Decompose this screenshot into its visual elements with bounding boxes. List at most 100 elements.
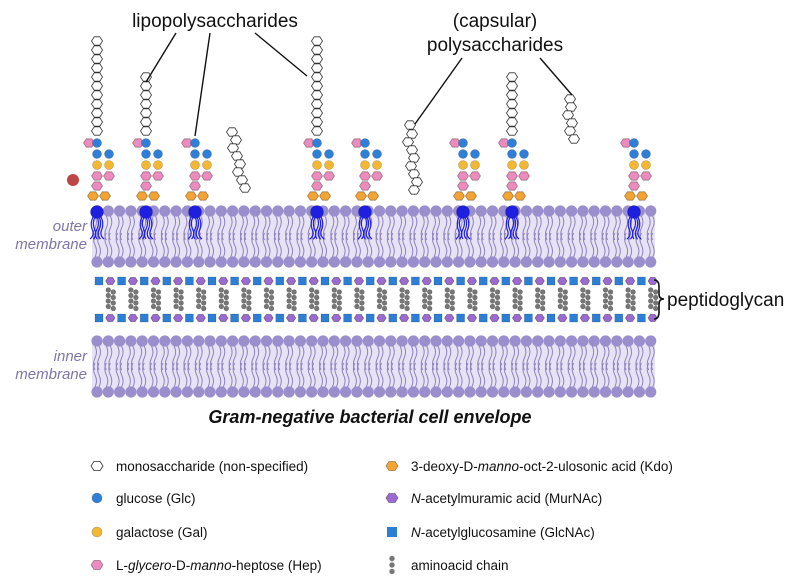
aminoacid-dot (652, 300, 659, 306)
aminoacid-dot (602, 298, 609, 304)
aminoacid-dot (494, 294, 501, 301)
aminoacid-dot (539, 289, 546, 295)
lipid-tail (323, 232, 327, 258)
glcnac-unit (524, 313, 533, 323)
lipid-head (170, 386, 182, 398)
lipid-tail (138, 362, 143, 388)
galactose-unit (641, 160, 651, 170)
murnac-unit (105, 276, 116, 286)
lipid-head (340, 386, 352, 398)
lipid-head (407, 335, 419, 347)
lipid-head (306, 256, 318, 268)
monosaccharide-unit (311, 99, 323, 109)
lipid-head (328, 205, 340, 217)
pink-hexagon-icon (90, 560, 104, 570)
glcnac-unit (569, 276, 578, 286)
lipid-tail (153, 232, 158, 258)
lipid-tail (481, 232, 486, 258)
lipid-tail (255, 232, 260, 258)
aminoacid-dot (223, 300, 230, 306)
lipid-tail (469, 362, 474, 388)
lipid-tail (386, 362, 391, 388)
aminoacid-dot (444, 287, 450, 293)
aminoacid-dot (241, 298, 247, 304)
lipid-tail (217, 362, 222, 388)
aminoacid-dot (630, 294, 636, 301)
lipid-tail (356, 232, 361, 258)
aminoacid-dot (150, 303, 157, 310)
lipid-head (260, 335, 273, 347)
lipid-tail (368, 232, 373, 258)
aminoacid-dot (557, 292, 563, 299)
lipid-head (125, 205, 137, 217)
glucose-unit (324, 149, 334, 159)
lipid-head (520, 205, 533, 217)
glcnac-unit (252, 276, 262, 286)
lipid-head (136, 386, 148, 398)
lipid-tail (605, 362, 610, 388)
inner-membrane (91, 335, 657, 398)
lipid-head (453, 335, 465, 347)
lipid-tail (97, 232, 101, 258)
lipid-tail (266, 232, 271, 258)
lipid-tail (187, 362, 192, 388)
lipid-tail (164, 362, 169, 388)
lipid-tail (285, 232, 290, 258)
murnac-unit (172, 313, 184, 323)
lipid-tail (217, 232, 222, 258)
hexagon-outline-icon (90, 460, 104, 472)
lipid-head (543, 205, 555, 217)
aminoacid-dot (354, 298, 360, 304)
peptidoglycan-layer (94, 276, 659, 323)
lipid-tail (319, 362, 323, 388)
lipid-a-head (90, 205, 104, 219)
legend-right-item-2: N-acetylglucosamine (GlcNAc) (411, 525, 595, 540)
lipid-head (272, 386, 284, 398)
murnac-unit (557, 276, 568, 286)
aminoacid-dot (309, 303, 315, 310)
kdo-unit (307, 191, 319, 201)
lipid-head (532, 256, 544, 268)
murnac-unit (579, 313, 591, 323)
glcnac-unit (614, 313, 624, 323)
glcnac-unit (388, 276, 398, 286)
murnac-unit (218, 313, 229, 323)
heptose-unit (103, 171, 115, 181)
kdo-unit (136, 191, 148, 201)
lipid-tail (93, 232, 97, 258)
aminoacid-dot (444, 298, 450, 304)
lipid-tail (300, 232, 305, 258)
heptose-unit (371, 171, 383, 181)
lipid-head (566, 386, 578, 398)
aminoacid-dot (422, 298, 428, 304)
aminoacid-dot (381, 305, 388, 312)
lipid-head (520, 335, 533, 347)
lipid-tail (210, 232, 214, 258)
monosaccharide-unit (568, 134, 580, 144)
aminoacid-dot (268, 300, 275, 306)
galactose-unit (153, 160, 163, 170)
aminoacid-dot (173, 287, 179, 293)
aminoacid-dot (376, 287, 383, 293)
monosaccharide-unit (91, 81, 103, 91)
legend-right-item-3: aminoacid chain (411, 558, 509, 573)
lipid-head (430, 386, 442, 398)
lipid-tail (499, 232, 504, 258)
lipid-tail (601, 232, 606, 258)
lipid-tail (221, 362, 226, 388)
lipid-head (419, 205, 431, 217)
murnac-unit (579, 276, 591, 286)
aminoacid-dot (133, 289, 139, 295)
heptose-unit (189, 171, 201, 181)
lipid-tail (251, 232, 256, 258)
lipid-tail (115, 232, 120, 258)
aminoacid-dot (150, 287, 157, 293)
murnac-unit (398, 276, 410, 286)
monosaccharide-unit (408, 169, 420, 179)
lipid-tail (194, 232, 199, 258)
aminoacid-dot (359, 305, 365, 312)
aminoacid-dot (110, 300, 117, 306)
lipid-tail (612, 232, 617, 258)
aminoacid-dot (359, 300, 365, 306)
aminoacid-dot (268, 294, 275, 301)
